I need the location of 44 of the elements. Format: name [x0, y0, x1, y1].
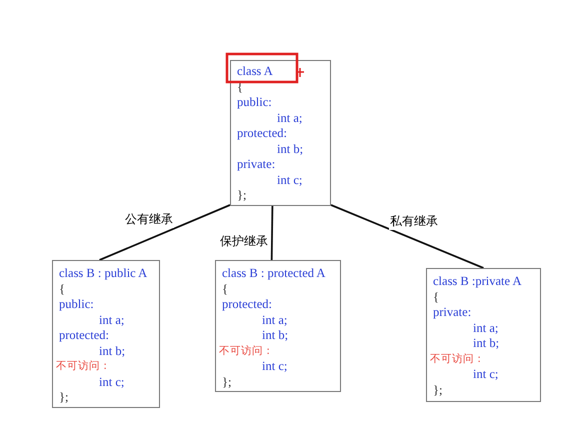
edge-label: 公有继承 — [124, 211, 174, 228]
code-line: class B : public A — [59, 266, 148, 282]
code-line: int c; — [277, 172, 302, 188]
code-line: public: — [59, 297, 94, 312]
code-line: protected: — [222, 297, 272, 312]
class-box — [426, 268, 541, 402]
access-note: 不可访问 : — [219, 344, 270, 358]
code-line: }; — [433, 382, 442, 398]
code-line: { — [222, 282, 228, 297]
class-box — [52, 260, 160, 408]
code-line: int b; — [262, 328, 288, 344]
code-line: int c; — [473, 367, 498, 382]
code-line: }; — [59, 390, 68, 406]
class-box — [230, 60, 331, 206]
code-line: int b; — [277, 142, 304, 157]
edge-label: 私有继承 — [389, 213, 439, 230]
connector-line — [270, 204, 274, 260]
code-line: int a; — [473, 320, 498, 336]
access-note: 不可访问 : — [56, 359, 107, 374]
code-line: class B :private A — [433, 274, 522, 290]
code-line: int c; — [262, 359, 288, 374]
code-line: { — [237, 80, 243, 95]
code-line: }; — [222, 374, 232, 390]
code-line: class B : protected A — [222, 266, 326, 282]
code-line: int a; — [99, 312, 124, 328]
code-line: int a; — [262, 312, 288, 328]
code-line: int b; — [473, 336, 500, 352]
edge-label: 保护继承 — [219, 233, 269, 250]
class-box — [215, 260, 341, 392]
code-line: int b; — [99, 344, 126, 359]
connector-line — [99, 204, 230, 261]
code-line: protected: — [59, 328, 109, 344]
code-line: }; — [237, 188, 246, 204]
code-line: { — [59, 282, 65, 297]
code-line: private: — [237, 157, 276, 172]
code-line: int c; — [99, 374, 124, 390]
code-line: { — [433, 290, 439, 305]
access-note: 不可访问 : — [430, 352, 481, 366]
code-line: protected: — [237, 126, 287, 142]
code-line: class A — [237, 64, 273, 80]
connector-line — [330, 204, 484, 269]
code-line: private: — [433, 305, 472, 320]
code-line: public: — [237, 95, 272, 110]
code-line: int a; — [277, 110, 302, 126]
